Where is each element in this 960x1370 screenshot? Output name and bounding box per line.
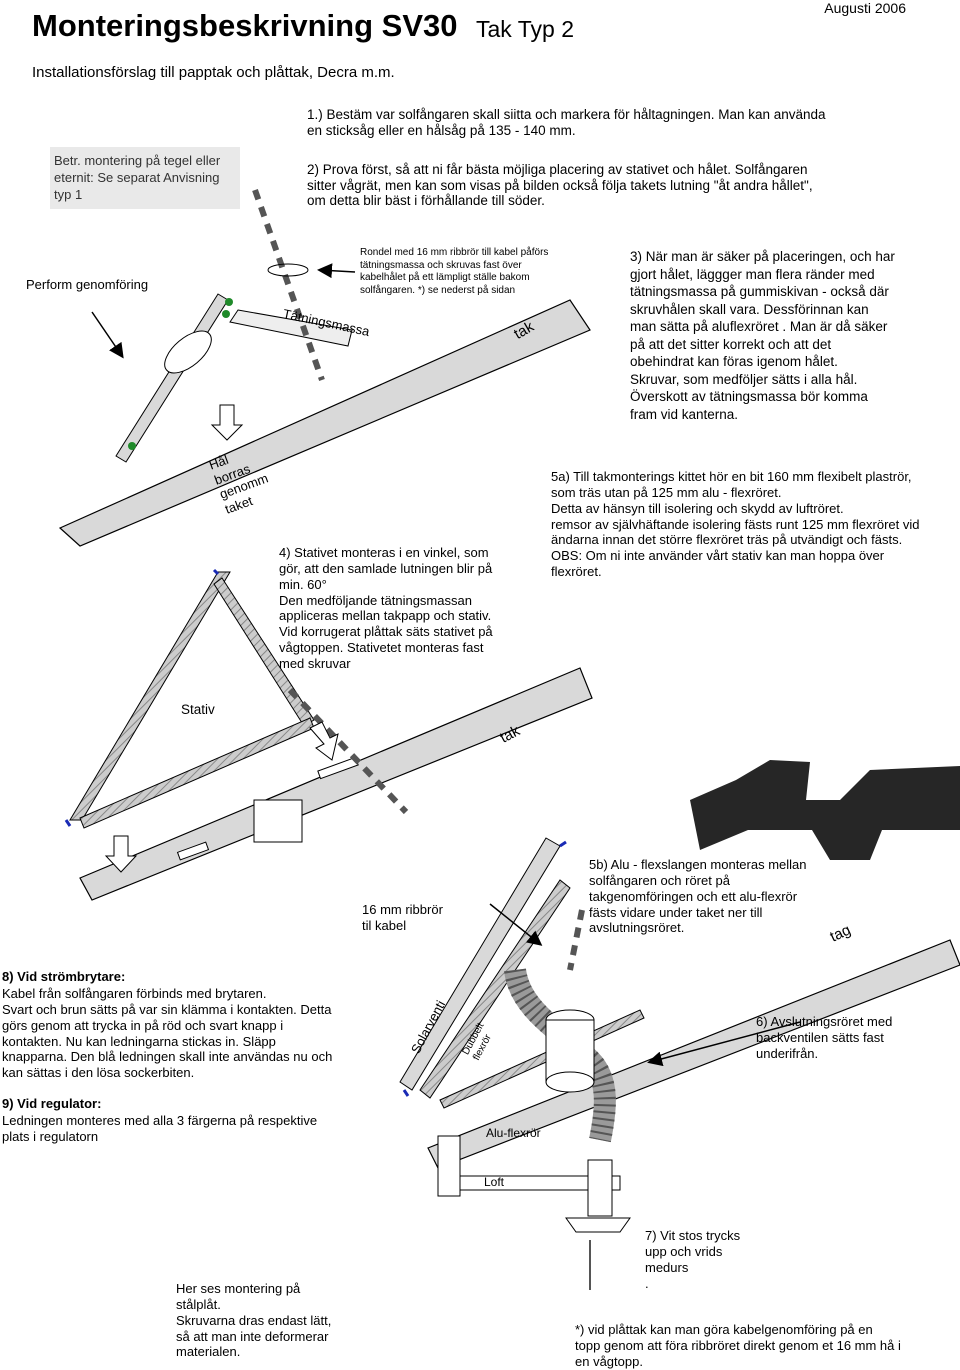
step-6-text: 6) Avslutningsröret med backventilen sät… bbox=[756, 1014, 893, 1061]
step-3-text: 3) När man är säker på placeringen, och … bbox=[630, 249, 895, 422]
step-5b-text: 5b) Alu - flexslangen monteras mellan so… bbox=[589, 857, 807, 936]
step-7-text: 7) Vit stos trycks upp och vrids medurs … bbox=[645, 1228, 741, 1291]
step-8-text: Kabel från solfångaren förbinds med bryt… bbox=[2, 986, 333, 1081]
metal-profile bbox=[690, 760, 960, 860]
date-label: Augusti 2006 bbox=[824, 0, 906, 16]
step-1-text: 1.) Bestäm var solfångaren skall siitta … bbox=[307, 107, 826, 138]
steel-sheet-note: Her ses montering på stålplåt. Skruvarna… bbox=[176, 1281, 332, 1360]
roof-type-title: Tak Typ 2 bbox=[476, 16, 575, 42]
note-box: Betr. montering på tegel eller eternit: … bbox=[50, 147, 240, 209]
roof-lower bbox=[427, 939, 960, 1169]
note-text: Betr. montering på tegel eller eternit: … bbox=[54, 153, 221, 202]
perform-label: Perform genomföring bbox=[26, 277, 149, 292]
roof-middle bbox=[79, 667, 593, 901]
pipe-upper bbox=[164, 330, 212, 374]
step-4-text: 4) Stativet monteras i en vinkel, som gö… bbox=[279, 545, 493, 672]
page-subtitle: Installationsförslag till papptak och pl… bbox=[32, 64, 395, 81]
ribbed-pipe-label: 16 mm ribbrör til kabel bbox=[362, 902, 443, 933]
step-2-text: 2) Prova först, så att ni får bästa möjl… bbox=[307, 162, 813, 209]
stand bbox=[69, 571, 231, 821]
step-9-title: 9) Vid regulator: bbox=[2, 1096, 102, 1111]
page-title: Monteringsbeskrivning SV30 bbox=[32, 8, 458, 43]
white-stos bbox=[565, 1217, 631, 1233]
stand-label: Stativ bbox=[181, 702, 215, 717]
step-5a-text: 5a) Till takmonterings kittet hör en bit… bbox=[551, 469, 920, 580]
loft-label: Loft bbox=[484, 1175, 505, 1189]
alu-flex-label: Alu-flexrör bbox=[486, 1126, 541, 1140]
rondel-note: Rondel med 16 mm ribbrör till kabel påfö… bbox=[360, 247, 549, 296]
roof-upper bbox=[58, 299, 591, 547]
step-9-text: Ledningen monteres med alla 3 färgerna p… bbox=[2, 1113, 318, 1144]
footnote: *) vid plåttak kan man göra kabelgenomfö… bbox=[575, 1322, 901, 1369]
step-8-title: 8) Vid strömbrytare: bbox=[2, 969, 126, 984]
solar-collector-upper bbox=[115, 293, 229, 463]
